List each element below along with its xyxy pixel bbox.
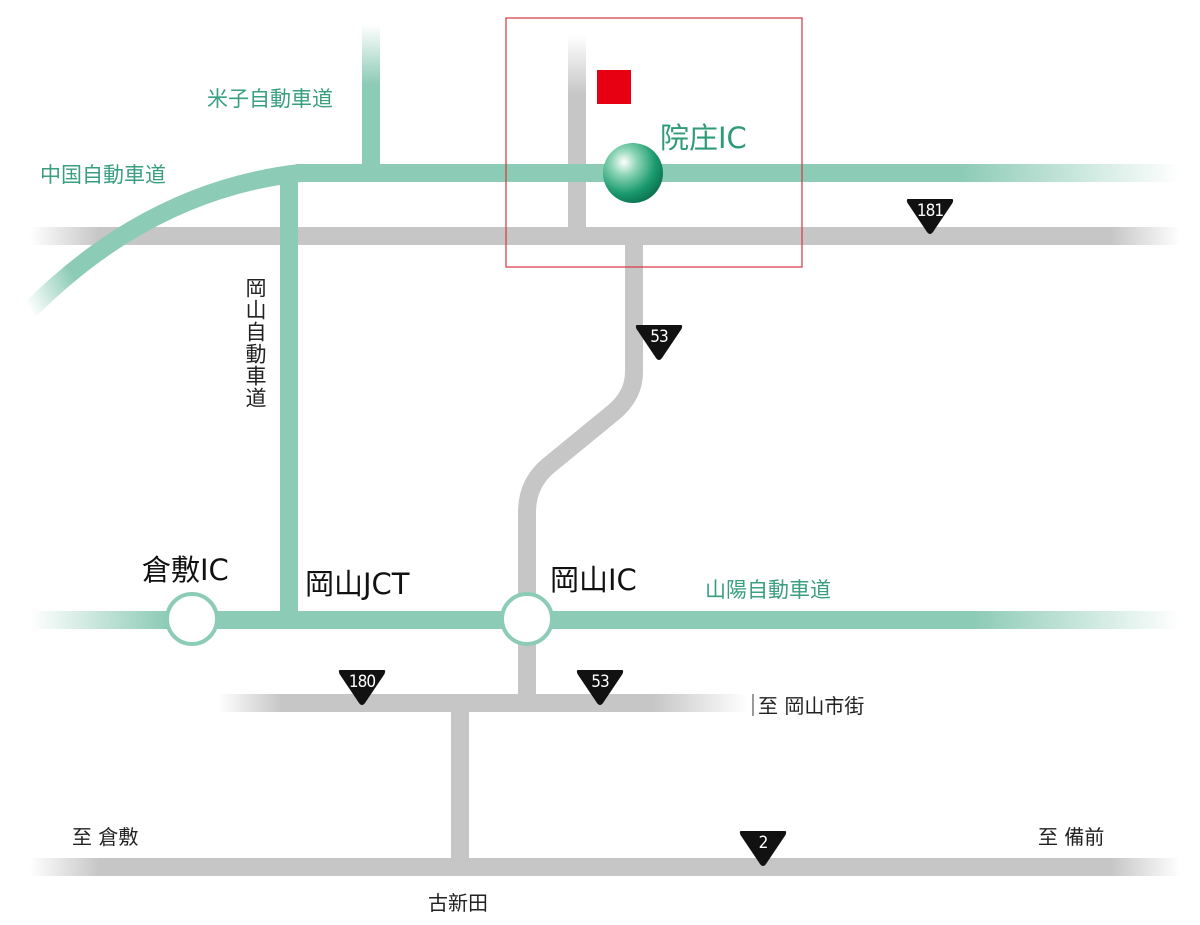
route-181-number: 181 [917, 201, 943, 221]
kurashiki-ic-label: 倉敷IC [142, 553, 229, 587]
to-okayama-city-label: 至 岡山市街 [758, 694, 864, 718]
route-181-road [30, 227, 1180, 245]
innosho-ic-label: 院庄IC [660, 121, 747, 155]
destination-marker [597, 70, 631, 104]
route-53-north-shield-icon: 53 [635, 325, 683, 360]
route-181-shield-icon: 181 [906, 199, 954, 234]
chugoku-expressway-curve [23, 164, 302, 317]
route-180-number: 180 [349, 672, 375, 692]
route-180-road [218, 694, 748, 712]
sanyo-expressway [30, 611, 1180, 629]
chugoku-expressway [296, 164, 1180, 182]
route-2-number: 2 [759, 833, 768, 853]
furuniida-road [451, 703, 469, 866]
route-2-shield-icon: 2 [739, 831, 787, 866]
chugoku-expressway-label: 中国自動車道 [40, 163, 166, 187]
route-53-north-number: 53 [650, 327, 668, 347]
innosho-detail-frame [505, 17, 803, 268]
innosho-ic-icon [603, 143, 663, 203]
local-road-innosho [568, 35, 586, 235]
route-2-road [30, 858, 1180, 876]
kurashiki-ic-icon [165, 592, 219, 646]
okayama-ic-label: 岡山IC [550, 563, 637, 597]
yonago-expressway-label: 米子自動車道 [207, 87, 333, 111]
furuniida-label: 古新田 [428, 891, 488, 915]
okayama-jct-label: 岡山JCT [305, 567, 410, 601]
route-53-south-shield-icon: 53 [576, 670, 624, 705]
sanyo-expressway-label: 山陽自動車道 [705, 578, 831, 602]
yonago-expressway [362, 25, 380, 173]
route-53-south-number: 53 [591, 672, 609, 692]
route-53-road [518, 240, 643, 700]
to-bizen-label: 至 備前 [1038, 825, 1104, 849]
okayama-ic-icon [500, 592, 554, 646]
route-180-shield-icon: 180 [338, 670, 386, 705]
okayama-expressway [280, 173, 298, 620]
to-kurashiki-label: 至 倉敷 [72, 825, 138, 849]
okayama-expressway-label: 岡山自動車道 [243, 277, 267, 409]
